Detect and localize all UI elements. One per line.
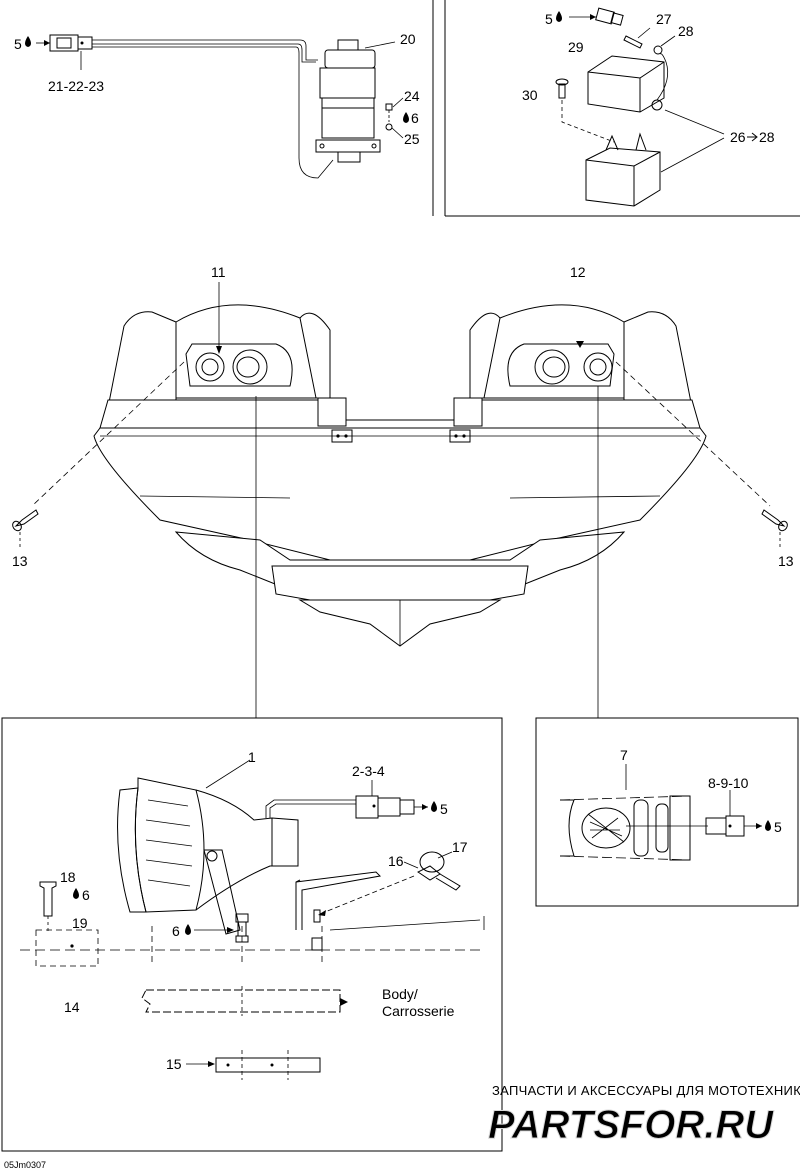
connector-8-9-10 bbox=[705, 815, 745, 837]
connector-29 bbox=[595, 7, 624, 26]
bulb-7 bbox=[559, 795, 708, 861]
callout-29: 29 bbox=[568, 39, 584, 55]
callout-28: 28 bbox=[759, 129, 775, 145]
watermark-tagline: ЗАПЧАСТИ И АКСЕССУАРЫ ДЛЯ МОТОТЕХНИКИ bbox=[492, 1083, 800, 1098]
callout-16: 16 bbox=[388, 853, 404, 869]
horn-20 bbox=[315, 39, 381, 163]
headlight-1 bbox=[117, 777, 299, 935]
panel-top-right: 5 27 28 29 30 26 28 bbox=[444, 0, 800, 217]
panel-bulb-detail: 7 8-9-10 5 bbox=[535, 717, 799, 907]
callout-27: 27 bbox=[656, 11, 672, 27]
panel-headlight-detail: 1 2-3-4 5 16 17 18 6 19 6 14 15 Body/ Ca… bbox=[1, 717, 503, 1152]
callout-7: 7 bbox=[620, 747, 628, 763]
callout-6: 6 bbox=[82, 887, 90, 903]
screw-13-right bbox=[761, 509, 788, 532]
screw-13-left bbox=[12, 509, 39, 532]
oil-drop-icon bbox=[25, 36, 31, 47]
callout-5: 5 bbox=[14, 36, 22, 52]
callout-20: 20 bbox=[400, 31, 416, 47]
callout-24: 24 bbox=[404, 88, 420, 104]
vehicle-front-view: 11 12 13 13 bbox=[12, 264, 794, 718]
watermark: ЗАПЧАСТИ И АКСЕССУАРЫ ДЛЯ МОТОТЕХНИКИ PA… bbox=[488, 1083, 800, 1148]
relay-cover bbox=[585, 132, 661, 207]
callout-1: 1 bbox=[248, 749, 256, 765]
oil-drop-icon bbox=[765, 820, 771, 831]
callout-30: 30 bbox=[522, 87, 538, 103]
callout-5: 5 bbox=[545, 11, 553, 27]
body-label-line2: Carrosserie bbox=[382, 1003, 455, 1019]
callout-13: 13 bbox=[778, 553, 794, 569]
watermark-brand: PARTSFOR.RU bbox=[488, 1103, 774, 1147]
screw-24 bbox=[385, 103, 393, 131]
relay-module bbox=[587, 53, 669, 113]
callout-17: 17 bbox=[452, 839, 468, 855]
callout-5: 5 bbox=[440, 801, 448, 817]
callout-11: 11 bbox=[211, 264, 226, 280]
callout-19: 19 bbox=[72, 915, 88, 931]
callout-14: 14 bbox=[64, 999, 80, 1015]
callout-26: 26 bbox=[730, 129, 746, 145]
oil-drop-icon bbox=[73, 888, 79, 899]
oil-drop-icon bbox=[403, 112, 409, 123]
callout-15: 15 bbox=[166, 1056, 182, 1072]
callout-12: 12 bbox=[570, 264, 586, 280]
callout-5: 5 bbox=[774, 819, 782, 835]
callout-8-9-10: 8-9-10 bbox=[708, 775, 749, 791]
plate-15 bbox=[215, 1050, 321, 1080]
panel-top-left: 5 21-22-23 20 24 6 25 bbox=[14, 0, 434, 216]
clamp-16-17 bbox=[417, 851, 461, 891]
callout-28: 28 bbox=[678, 23, 694, 39]
connector-2-3-4 bbox=[355, 795, 415, 819]
callout-13: 13 bbox=[12, 553, 28, 569]
callout-25: 25 bbox=[404, 131, 420, 147]
drawing-code: 05Jm0307 bbox=[4, 1160, 46, 1170]
panel-14 bbox=[141, 986, 341, 1016]
callout-18: 18 bbox=[60, 869, 76, 885]
arrow-right-icon bbox=[747, 132, 758, 142]
body-label-line1: Body/ bbox=[382, 986, 418, 1002]
callout-6: 6 bbox=[172, 923, 180, 939]
callout-2-3-4: 2-3-4 bbox=[352, 763, 385, 779]
oil-drop-icon bbox=[431, 801, 437, 812]
oil-drop-icon bbox=[556, 11, 562, 22]
connector-21-22-23 bbox=[49, 34, 93, 52]
oil-drop-icon bbox=[185, 924, 191, 935]
screw-30 bbox=[555, 78, 569, 99]
callout-21-22-23: 21-22-23 bbox=[48, 78, 104, 94]
callout-6: 6 bbox=[411, 110, 419, 126]
